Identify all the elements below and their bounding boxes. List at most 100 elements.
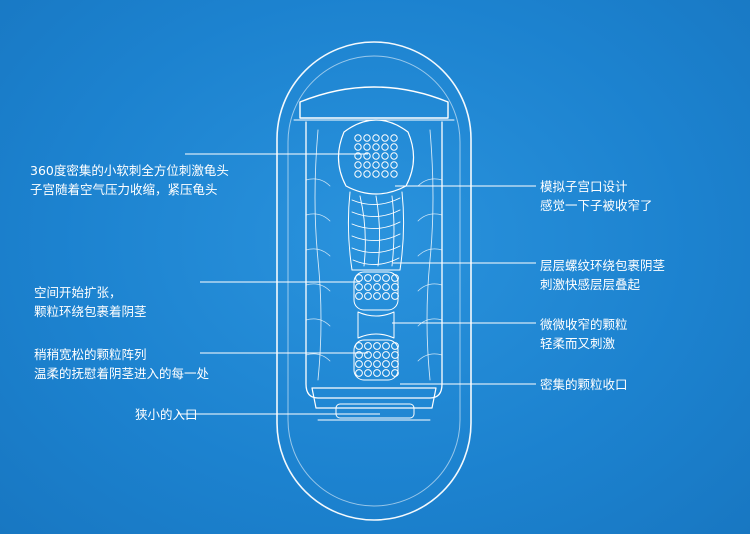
label-line: 感觉一下子被收窄了 [540,198,653,213]
leader-lines [178,153,536,415]
nodule [373,292,381,300]
label-narrowing-nodules: 微微收窄的颗粒 轻柔而又刺激 [540,315,628,353]
nodule [382,369,390,377]
nodule [372,143,380,151]
nodule [372,152,380,160]
nodule [381,152,389,160]
nodule [364,360,372,368]
nodule [372,170,380,178]
nodule [373,342,381,350]
label-line: 密集的颗粒收口 [540,377,628,392]
nodule [373,360,381,368]
label-line: 狭小的入口 [135,407,198,422]
nodule [364,274,372,282]
top-cap [299,86,449,119]
nodule [390,143,398,151]
nodule [390,170,398,178]
nodule [364,292,372,300]
nodule [355,292,363,300]
nodule [373,283,381,291]
nodule [354,143,362,151]
nodule [363,134,371,142]
nodule [373,274,381,282]
nodule [354,152,362,160]
nodule [364,342,372,350]
nodule [382,351,390,359]
nodule [381,143,389,151]
base-plate [311,387,437,409]
label-line: 子宫随着空气压力收缩，紧压龟头 [30,182,218,197]
label-head-stimulation: 360度密集的小软刺全方位刺激龟头 子宫随着空气压力收缩，紧压龟头 [30,161,229,199]
nodule [372,134,380,142]
spiral-threads [351,195,401,267]
label-line: 稍稍宽松的颗粒阵列 [34,347,147,362]
nodule [364,351,372,359]
nodule [373,369,381,377]
label-line: 微微收窄的颗粒 [540,317,628,332]
nodule [391,360,399,368]
nodule [382,360,390,368]
nodule [355,283,363,291]
narrow-neck [357,311,395,339]
label-line: 颗粒环绕包裹着阴茎 [34,304,147,319]
label-line: 空间开始扩张， [34,285,122,300]
nodule [391,342,399,350]
nodule [372,161,380,169]
nodule [382,283,390,291]
nodule [355,342,363,350]
spiral-channel-outline [347,191,405,271]
nodule [390,152,398,160]
nodule [390,134,398,142]
nodule [391,283,399,291]
nodule [363,143,371,151]
nodule [355,274,363,282]
nodule [363,152,371,160]
nodule [382,342,390,350]
nodule [354,161,362,169]
nodule [381,134,389,142]
inner-capsule-shell [287,55,461,507]
nodule [390,161,398,169]
sleeve-inner-right [426,129,434,381]
label-loose-array: 稍稍宽松的颗粒阵列 温柔的抚慰着阴茎进入的每一处 [34,345,209,383]
label-line: 模拟子宫口设计 [540,179,628,194]
nodule [354,170,362,178]
lower-nodule-chamber [353,339,399,381]
entrance-ring [335,403,415,419]
sleeve-ribs [305,178,443,362]
label-dense-nodule-closure: 密集的颗粒收口 [540,375,628,394]
sleeve-inner-left [314,129,322,381]
nodule [382,274,390,282]
label-line: 刺激快感层层叠起 [540,277,641,292]
nodule [363,170,371,178]
nodule [391,369,399,377]
nodule [382,292,390,300]
nodule [355,351,363,359]
nodule [391,292,399,300]
nodule [381,161,389,169]
nodule [355,369,363,377]
label-line: 温柔的抚慰着阴茎进入的每一处 [34,366,210,381]
label-space-expands: 空间开始扩张， 颗粒环绕包裹着阴茎 [34,283,147,321]
nodule [355,360,363,368]
womb-chamber [337,119,415,195]
label-line: 360度密集的小软刺全方位刺激龟头 [30,163,229,178]
sleeve-body [305,121,443,399]
label-cervix-design: 模拟子宫口设计 感觉一下子被收窄了 [540,177,653,215]
nodule [354,134,362,142]
middle-nodule-chamber [353,271,399,311]
nodule [363,161,371,169]
label-spiral-layers: 层层螺纹环绕包裹阴茎 刺激快感层层叠起 [540,256,665,294]
label-line: 轻柔而又刺激 [540,336,616,351]
nodule [364,283,372,291]
nodule [364,369,372,377]
label-line: 层层螺纹环绕包裹阴茎 [540,258,666,273]
nodule [391,351,399,359]
nodule [373,351,381,359]
nodule [391,274,399,282]
label-narrow-entrance: 狭小的入口 [135,405,198,424]
outer-capsule-shell [276,41,472,521]
nodule [381,170,389,178]
